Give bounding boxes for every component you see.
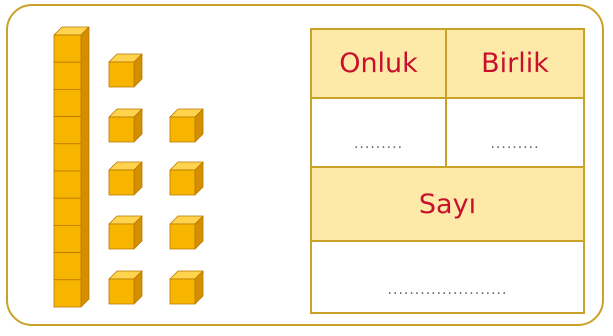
unit-cube-icon bbox=[108, 53, 143, 88]
number-answer-field[interactable]: ...................... bbox=[312, 242, 583, 312]
unit-cube-icon bbox=[169, 161, 204, 196]
tens-answer-field[interactable]: ......... bbox=[312, 99, 447, 168]
rod-unit-segment bbox=[53, 252, 82, 281]
ones-answer-field[interactable]: ......... bbox=[447, 99, 583, 168]
rod-unit-segment bbox=[53, 197, 82, 226]
rod-unit-segment bbox=[53, 224, 82, 253]
unit-cubes bbox=[108, 53, 204, 305]
unit-cube-icon bbox=[169, 270, 204, 305]
unit-cube-icon bbox=[169, 215, 204, 250]
unit-cube-icon bbox=[108, 215, 143, 250]
unit-cube-icon bbox=[108, 270, 143, 305]
base-ten-blocks bbox=[53, 26, 204, 308]
place-value-table: Onluk Birlik ......... ......... Sayı ..… bbox=[310, 28, 585, 314]
rod-unit-segment bbox=[53, 170, 82, 199]
rod-unit-segment bbox=[53, 89, 82, 118]
number-header: Sayı bbox=[312, 168, 583, 242]
ten-rod-icon bbox=[53, 26, 90, 308]
rod-unit-segment bbox=[53, 116, 82, 145]
rod-unit-segment bbox=[53, 61, 82, 90]
rod-unit-segment bbox=[53, 34, 82, 63]
unit-cube-icon bbox=[169, 108, 204, 143]
tens-header: Onluk bbox=[312, 30, 447, 99]
unit-cube-icon bbox=[108, 161, 143, 196]
ones-header: Birlik bbox=[447, 30, 583, 99]
unit-cube-icon bbox=[108, 108, 143, 143]
rod-unit-segment bbox=[53, 143, 82, 172]
rod-unit-segment bbox=[53, 279, 82, 308]
